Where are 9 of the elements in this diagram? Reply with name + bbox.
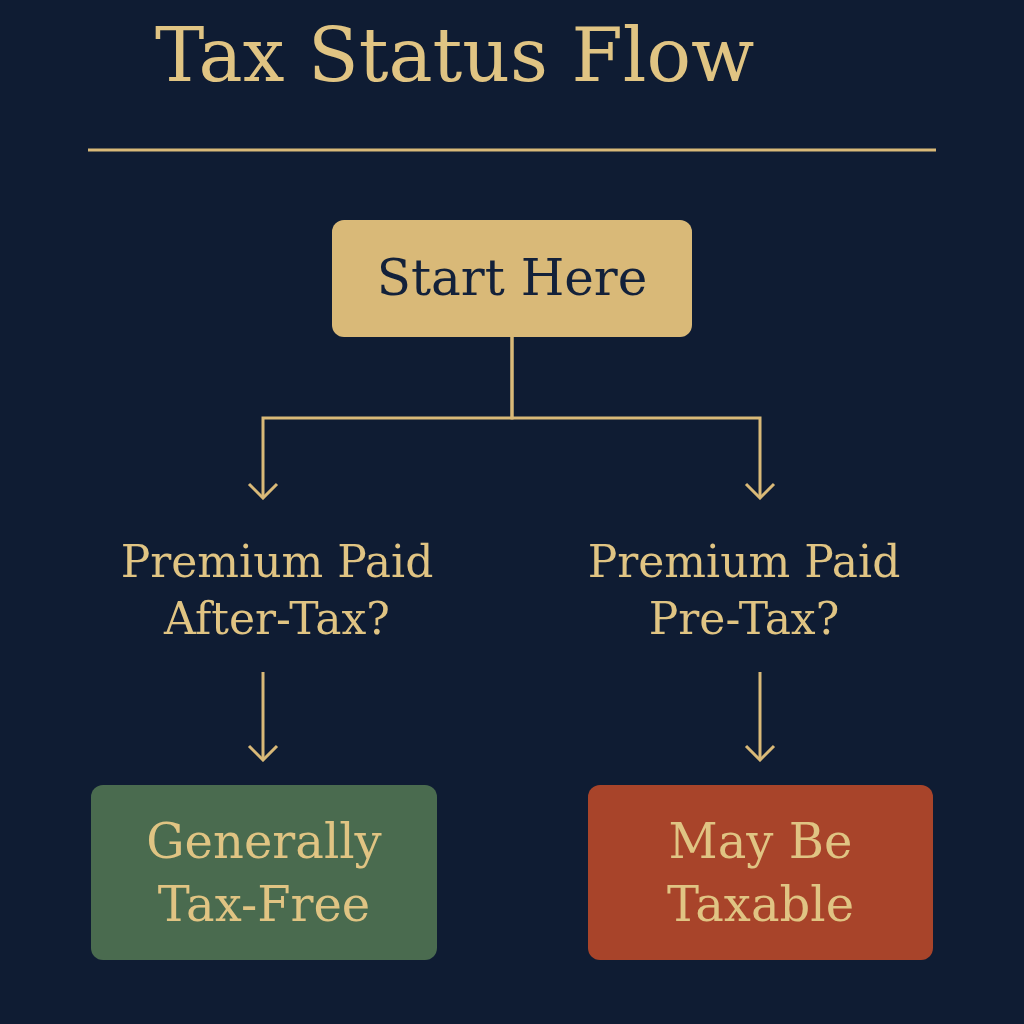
arrow [510, 337, 776, 500]
question-text: Premium Paid Pre-Tax? [555, 520, 933, 660]
question-text: Premium Paid After-Tax? [88, 520, 466, 660]
arrow [744, 672, 776, 762]
result-box: May Be Taxable [588, 785, 933, 960]
arrow [247, 672, 279, 762]
start-box: Start Here [332, 220, 692, 337]
result-box: Generally Tax-Free [91, 785, 437, 960]
title: Tax Status Flow [155, 11, 755, 100]
